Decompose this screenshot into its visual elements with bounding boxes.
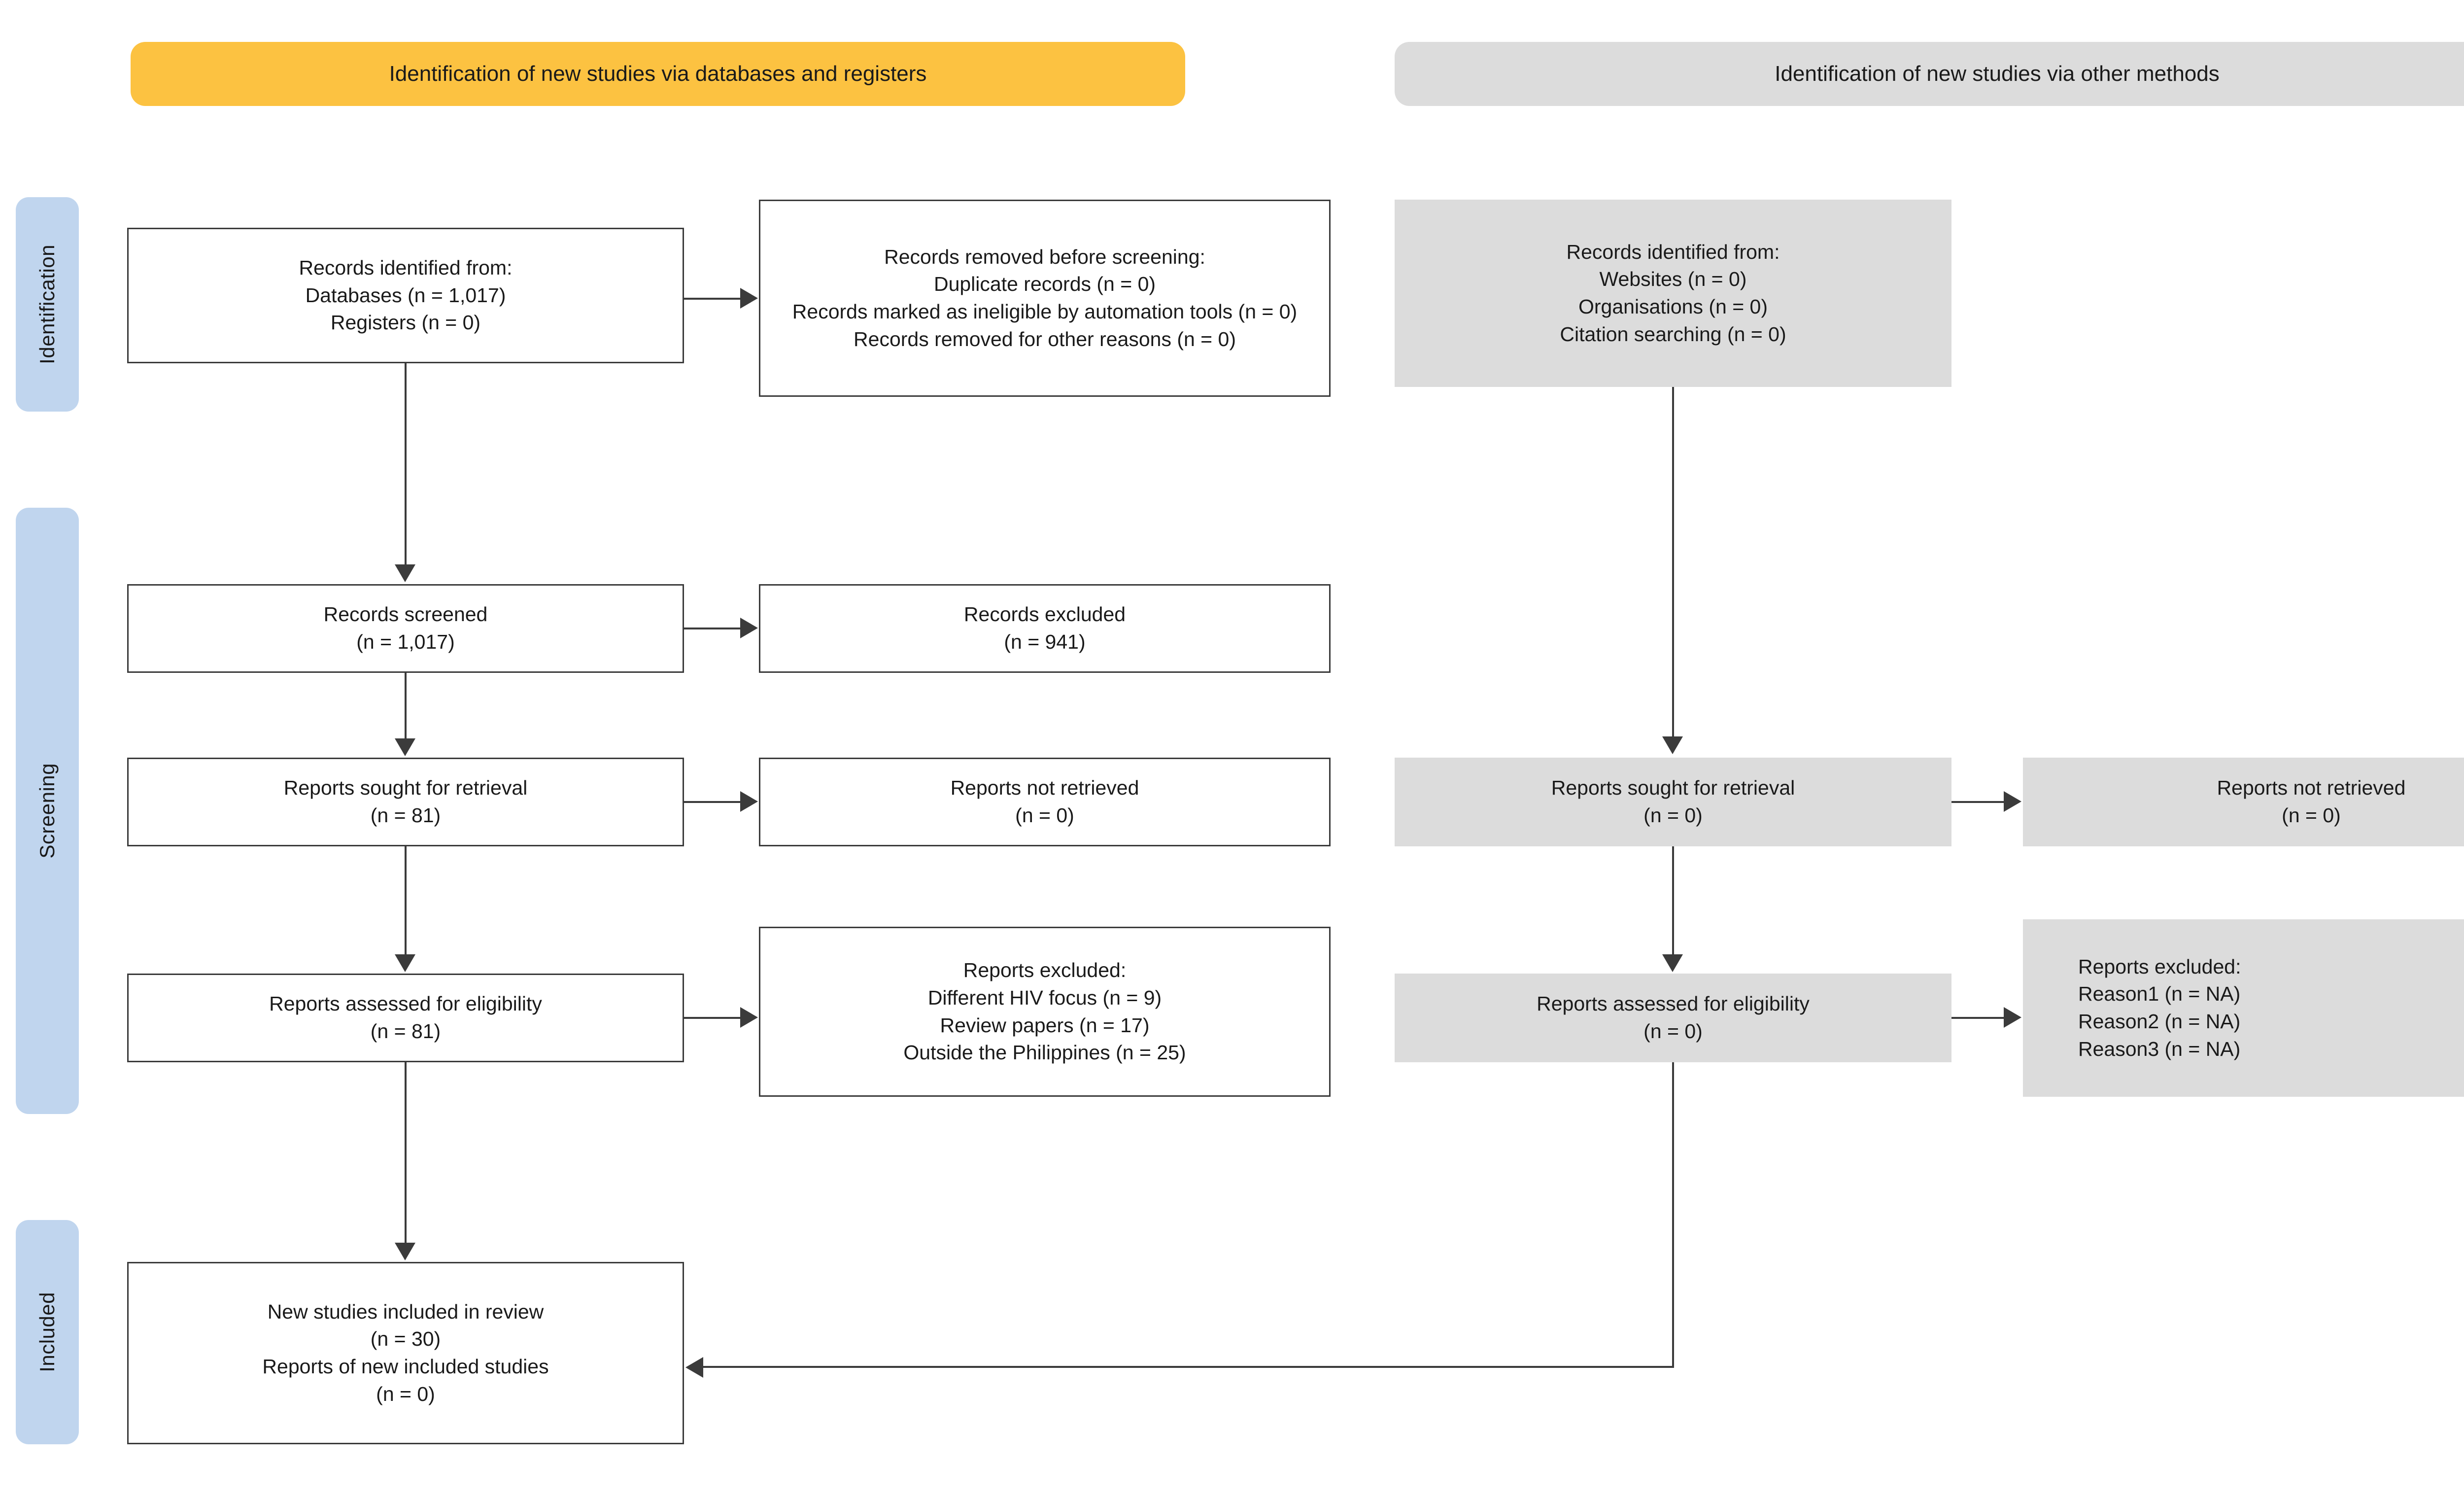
box-line: Reports not retrieved <box>2217 776 2406 800</box>
box-line: Reports of new included studies <box>262 1355 549 1378</box>
connector-other-assessed-to-excluded <box>1951 1017 2005 1019</box>
arrowhead-down-icon <box>1662 954 1683 972</box>
box-reports-excluded-databases: Reports excluded: Different HIV focus (n… <box>759 927 1331 1097</box>
box-line: Reason3 (n = NA) <box>2078 1037 2241 1060</box>
box-reports-sought-databases: Reports sought for retrieval (n = 81) <box>127 758 684 846</box>
box-line: Records identified from: <box>1566 240 1780 263</box>
box-line: Organisations (n = 0) <box>1578 295 1768 318</box>
connector-identified-to-screened <box>405 363 407 565</box>
box-line: (n = 81) <box>370 804 441 827</box>
box-line: (n = 0) <box>1643 1020 1703 1043</box>
banner-databases-and-registers: Identification of new studies via databa… <box>131 42 1185 106</box>
connector-other-assessed-elbow-vertical <box>1672 1062 1674 1368</box>
box-line: Registers (n = 0) <box>330 311 481 334</box>
arrowhead-down-icon <box>395 954 415 972</box>
box-reports-sought-other: Reports sought for retrieval (n = 0) <box>1395 758 1951 846</box>
arrowhead-right-icon <box>740 618 758 638</box>
box-line: Review papers (n = 17) <box>940 1013 1150 1037</box>
connector-assessed-to-excluded <box>684 1017 741 1019</box>
box-line: Outside the Philippines (n = 25) <box>903 1041 1186 1064</box>
box-reports-not-retrieved-other: Reports not retrieved (n = 0) <box>2023 758 2464 846</box>
box-line: Reports sought for retrieval <box>283 776 528 800</box>
box-line: Reports assessed for eligibility <box>269 992 542 1015</box>
box-line: Reports not retrieved <box>950 776 1139 800</box>
box-reports-not-retrieved-databases: Reports not retrieved (n = 0) <box>759 758 1331 846</box>
box-line: Citation searching (n = 0) <box>1560 322 1786 346</box>
box-line: Records excluded <box>963 603 1126 626</box>
box-records-screened: Records screened (n = 1,017) <box>127 584 684 673</box>
arrowhead-down-icon <box>395 738 415 756</box>
box-line: Records removed for other reasons (n = 0… <box>854 327 1236 350</box>
box-line: Records marked as ineligible by automati… <box>792 300 1298 323</box>
arrowhead-right-icon <box>740 1007 758 1028</box>
box-line: (n = 0) <box>2282 804 2341 827</box>
connector-other-identified-to-sought <box>1672 387 1674 737</box>
connector-sought-to-assessed <box>405 846 407 955</box>
arrowhead-right-icon <box>2004 1007 2021 1028</box>
stage-rail-identification: Identification <box>16 197 79 412</box>
arrowhead-right-icon <box>740 791 758 812</box>
box-line: Databases (n = 1,017) <box>305 283 506 307</box>
connector-screened-to-excluded <box>684 627 741 629</box>
box-line: (n = 941) <box>1004 630 1086 653</box>
box-line: Reason1 (n = NA) <box>2078 982 2241 1006</box>
box-line: Records identified from: <box>299 256 513 279</box>
banner-other-methods: Identification of new studies via other … <box>1395 42 2464 106</box>
stage-label-identification: Identification <box>35 244 59 364</box>
arrowhead-right-icon <box>740 288 758 309</box>
box-line: Websites (n = 0) <box>1599 268 1747 291</box>
box-records-identified-databases: Records identified from: Databases (n = … <box>127 228 684 363</box>
box-new-studies-included: New studies included in review (n = 30) … <box>127 1262 684 1444</box>
box-line: (n = 30) <box>370 1327 441 1351</box>
box-reports-assessed-other: Reports assessed for eligibility (n = 0) <box>1395 974 1951 1062</box>
stage-rail-included: Included <box>16 1220 79 1444</box>
box-records-removed-before-screening: Records removed before screening: Duplic… <box>759 200 1331 397</box>
banner-other-methods-label: Identification of new studies via other … <box>1775 61 2220 86</box>
box-reports-assessed-databases: Reports assessed for eligibility (n = 81… <box>127 974 684 1062</box>
box-line: Reports excluded: <box>2078 955 2241 978</box>
box-line: Reports excluded: <box>963 959 1127 981</box>
arrowhead-down-icon <box>395 564 415 582</box>
stage-label-included: Included <box>35 1292 59 1372</box>
box-line: Reason2 (n = NA) <box>2078 1010 2241 1033</box>
connector-sought-to-not-retrieved <box>684 801 741 803</box>
connector-other-sought-to-not-retrieved <box>1951 801 2005 803</box>
box-line: Records removed before screening: <box>884 245 1205 268</box>
box-line: Records screened <box>323 603 488 626</box>
box-line: Different HIV focus (n = 9) <box>927 986 1162 1009</box>
stage-label-screening: Screening <box>35 763 59 859</box>
box-records-identified-other: Records identified from: Websites (n = 0… <box>1395 200 1951 387</box>
box-line: Reports assessed for eligibility <box>1537 992 1810 1015</box>
connector-other-assessed-elbow-horizontal <box>703 1366 1674 1368</box>
box-line: (n = 0) <box>376 1382 435 1405</box>
connector-screened-to-sought <box>405 673 407 739</box>
connector-assessed-to-included <box>405 1062 407 1244</box>
arrowhead-down-icon <box>395 1243 415 1260</box>
banner-databases-label: Identification of new studies via databa… <box>389 61 927 86</box>
connector-other-sought-to-assessed <box>1672 846 1674 955</box>
box-line: (n = 81) <box>370 1020 441 1043</box>
box-records-excluded: Records excluded (n = 941) <box>759 584 1331 673</box>
box-line: (n = 0) <box>1643 804 1703 827</box>
connector-identified-to-removed <box>684 298 741 300</box>
box-line: New studies included in review <box>267 1300 544 1323</box>
box-line: (n = 1,017) <box>356 630 455 653</box>
box-line: (n = 0) <box>1015 804 1074 827</box>
box-reports-excluded-other: Reports excluded: Reason1 (n = NA) Reaso… <box>2023 919 2464 1097</box>
box-line: Reports sought for retrieval <box>1551 776 1795 800</box>
stage-rail-screening: Screening <box>16 508 79 1114</box>
box-line: Duplicate records (n = 0) <box>933 273 1156 296</box>
arrowhead-down-icon <box>1662 736 1683 754</box>
arrowhead-right-icon <box>2004 791 2021 812</box>
arrowhead-left-icon <box>685 1357 703 1378</box>
